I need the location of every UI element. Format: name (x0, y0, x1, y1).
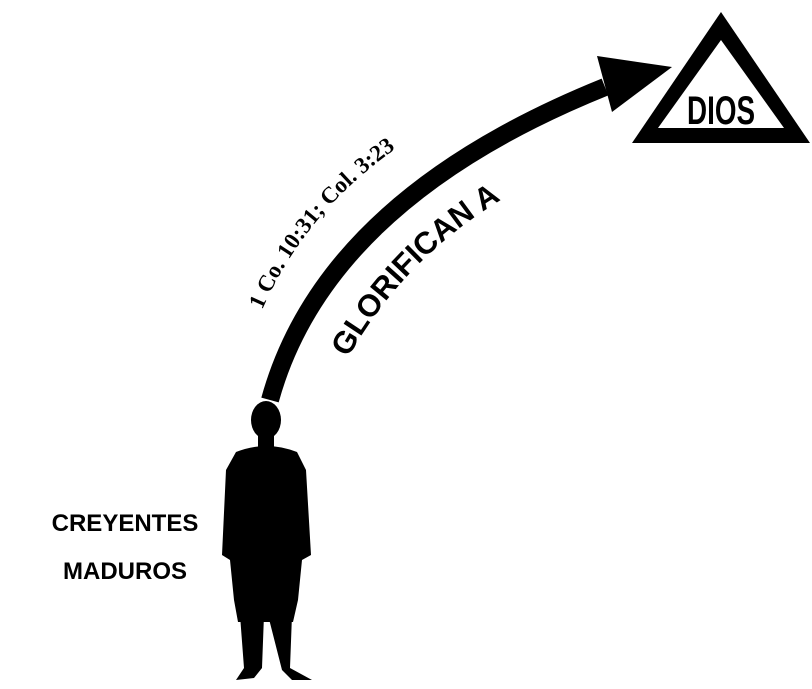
person-silhouette-icon (222, 401, 312, 680)
triangle-icon (632, 12, 810, 143)
glorify-arrow-shaft (261, 78, 609, 403)
subject-label: CREYENTES MADUROS (0, 500, 250, 596)
glorify-arrowhead (597, 56, 672, 112)
subject-label-line2: MADUROS (63, 558, 187, 585)
target-label: DIOS (687, 89, 755, 133)
subject-label-line1: CREYENTES (51, 510, 199, 537)
